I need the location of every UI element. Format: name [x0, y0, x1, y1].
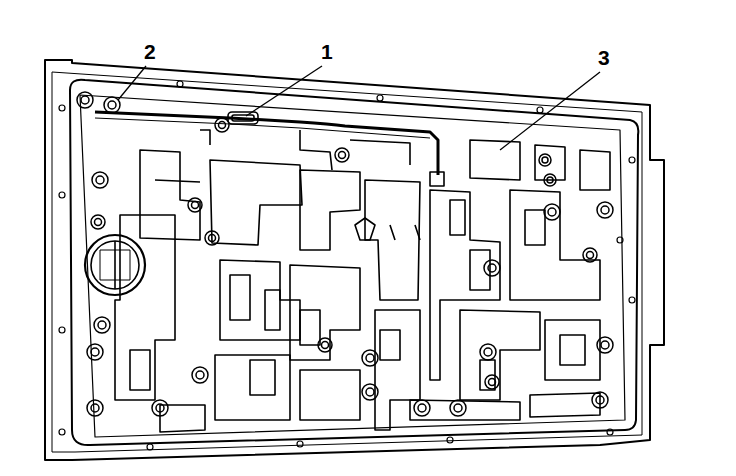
callout-number: 1: [319, 40, 335, 63]
callout-number: 2: [142, 40, 158, 63]
callout-number: 3: [596, 46, 612, 69]
